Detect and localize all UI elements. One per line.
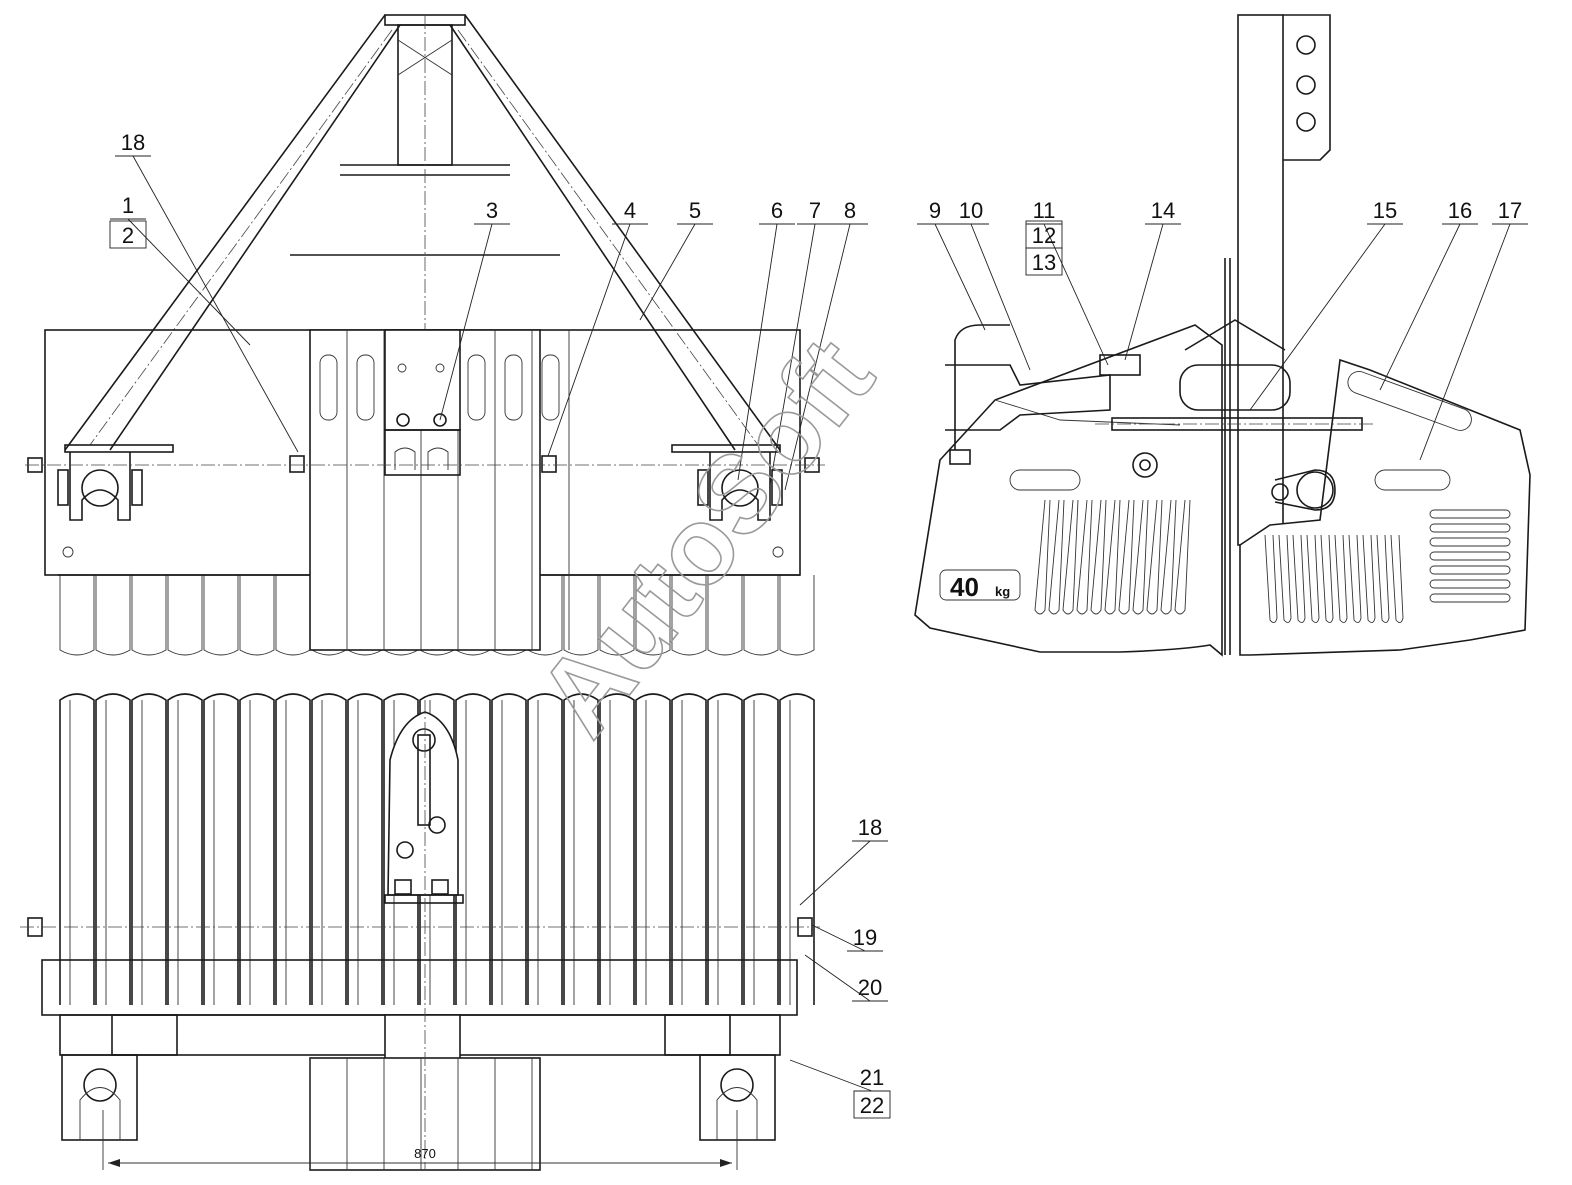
callout-box [853, 1090, 891, 1119]
callout-box [109, 220, 147, 249]
callout-label: 14 [1151, 198, 1175, 223]
callout-label: 8 [844, 198, 856, 223]
callout-leader [804, 954, 871, 1002]
callout-c11: 11 [1026, 198, 1109, 366]
callout-label: 1 [122, 193, 134, 218]
callout-leader [547, 223, 631, 457]
callout-c22: 22 [853, 1090, 891, 1119]
callout-leader [811, 924, 866, 952]
hitch-a-frame [64, 14, 781, 451]
weight-stack-center [309, 329, 570, 651]
callout-c19: 19 [811, 924, 883, 952]
callout-label: 18 [121, 130, 145, 155]
dimension-870: 870 [414, 1146, 436, 1161]
side-weight-right [1239, 358, 1531, 656]
callout-c6: 6 [737, 198, 795, 481]
mast-plate [1237, 14, 1284, 546]
callout-c20: 20 [804, 954, 888, 1002]
callout-c10: 10 [953, 198, 1031, 371]
callout-leader [769, 223, 816, 486]
callout-label: 22 [860, 1093, 884, 1118]
callout-label: 12 [1032, 223, 1056, 248]
callout-leader [799, 840, 871, 906]
left-roller-bracket [27, 444, 174, 521]
callout-c5: 5 [639, 198, 713, 321]
callout-label: 9 [929, 198, 941, 223]
callout-c1: 1 [110, 193, 251, 346]
callout-leader [1249, 223, 1386, 411]
callout-leader [1419, 223, 1511, 461]
callout-leader [1124, 223, 1164, 361]
callout-leader [439, 223, 493, 421]
callout-leader [132, 155, 299, 453]
callout-label: 15 [1373, 198, 1397, 223]
callout-label: 20 [858, 975, 882, 1000]
callout-leader [639, 223, 696, 321]
callout-label: 3 [486, 198, 498, 223]
callout-leader [789, 1059, 873, 1092]
callout-c9: 9 [917, 198, 986, 331]
front-view [25, 14, 825, 656]
tow-hook [387, 711, 459, 896]
callout-c18b: 18 [799, 815, 888, 906]
callout-c2: 2 [109, 220, 147, 249]
callout-c8: 8 [784, 198, 868, 491]
callout-label: 18 [858, 815, 882, 840]
callout-label: 4 [624, 198, 636, 223]
weight-stack-top-view [59, 693, 815, 1005]
callout-label: 10 [959, 198, 983, 223]
callout-leader [1043, 223, 1109, 366]
callout-leader [737, 223, 778, 481]
callout-label: 2 [122, 223, 134, 248]
callout-c15: 15 [1249, 198, 1403, 411]
callout-c4: 4 [547, 198, 648, 457]
right-roller-bracket [671, 444, 820, 521]
callout-c3: 3 [439, 198, 510, 421]
callout-label: 6 [771, 198, 783, 223]
bottom-left-roller [61, 1054, 138, 1141]
callout-c12: 12 [1025, 220, 1063, 249]
callout-label: 21 [860, 1065, 884, 1090]
callout-c7: 7 [769, 198, 833, 486]
top-view: 870 [20, 693, 820, 1171]
callout-leader [934, 223, 986, 331]
watermark-text: AutoSoft [514, 316, 897, 758]
callout-label: 13 [1032, 250, 1056, 275]
weight-unit: kg [995, 584, 1010, 599]
callout-label: 16 [1448, 198, 1472, 223]
weight-value: 40 [950, 572, 979, 602]
callout-leader [784, 223, 851, 491]
callout-c14: 14 [1124, 198, 1181, 361]
callout-leader [1379, 223, 1461, 391]
callout-c17: 17 [1419, 198, 1528, 461]
callout-leader [127, 218, 251, 346]
callout-c18a: 18 [115, 130, 299, 453]
callout-c16: 16 [1379, 198, 1478, 391]
callout-leader [970, 223, 1031, 371]
callout-label: 17 [1498, 198, 1522, 223]
callout-label: 7 [809, 198, 821, 223]
callout-box [1025, 247, 1063, 276]
bottom-right-roller [699, 1054, 776, 1141]
callout-label: 11 [1033, 198, 1056, 223]
callout-c13: 13 [1025, 247, 1063, 276]
side-view: 40 kg [914, 14, 1531, 657]
callout-c21: 21 [789, 1059, 890, 1092]
callout-label: 5 [689, 198, 701, 223]
callout-label: 19 [853, 925, 877, 950]
